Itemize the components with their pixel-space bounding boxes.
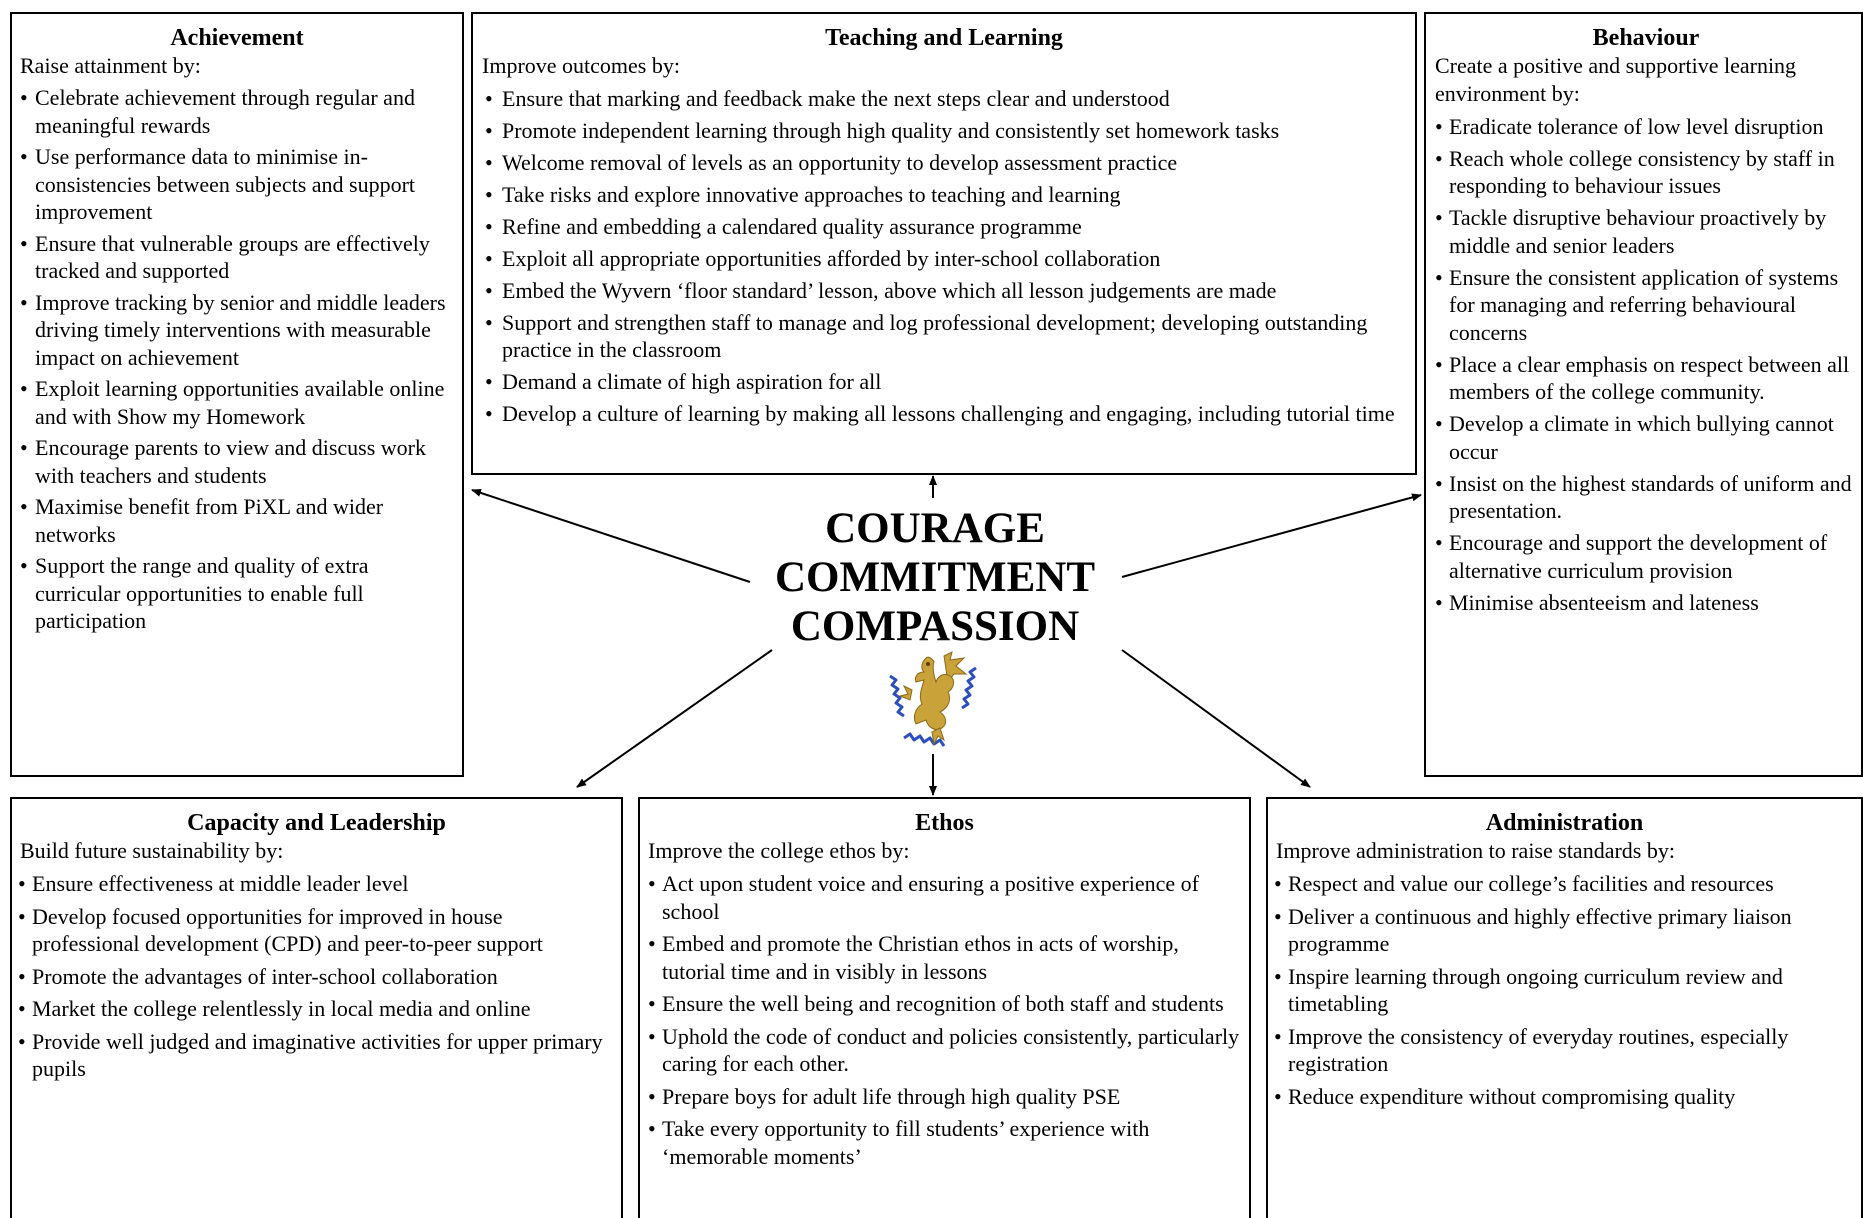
administration-box: Administration Improve administration to… [1266,797,1863,1218]
list-item: Use performance data to minimise in-cons… [20,143,454,226]
list-item: Improve the consistency of everyday rout… [1274,1023,1853,1078]
list-item: Take every opportunity to fill students’… [648,1115,1241,1170]
list-item: Respect and value our college’s faciliti… [1274,870,1853,898]
list-item: Develop a culture of learning by making … [482,400,1406,428]
list-item: Support and strengthen staff to manage a… [482,309,1406,364]
dragon-crest-icon [889,651,977,747]
list-item: Act upon student voice and ensuring a po… [648,870,1241,925]
list-item: Deliver a continuous and highly effectiv… [1274,903,1853,958]
list-item: Reach whole college consistency by staff… [1435,145,1857,200]
list-item: Develop focused opportunities for improv… [18,903,613,958]
list-item: Encourage and support the development of… [1435,529,1857,584]
list-item: Tackle disruptive behaviour proactively … [1435,204,1857,259]
teaching-title: Teaching and Learning [825,25,1063,51]
list-item: Take risks and explore innovative approa… [482,181,1406,209]
achievement-list: Celebrate achievement through regular an… [20,84,454,635]
achievement-intro: Raise attainment by: [20,53,201,78]
list-item: Ensure the well being and recognition of… [648,990,1241,1018]
list-item: Place a clear emphasis on respect betwee… [1435,351,1857,406]
list-item: Promote the advantages of inter-school c… [18,963,613,991]
list-item: Minimise absenteeism and lateness [1435,589,1857,617]
list-item: Develop a climate in which bullying cann… [1435,410,1857,465]
teaching-intro: Improve outcomes by: [482,53,680,78]
list-item: Ensure effectiveness at middle leader le… [18,870,613,898]
list-item: Ensure the consistent application of sys… [1435,264,1857,347]
list-item: Inspire learning through ongoing curricu… [1274,963,1853,1018]
capacity-intro: Build future sustainability by: [20,838,284,863]
list-item: Embed the Wyvern ‘floor standard’ lesson… [482,277,1406,305]
achievement-box: Achievement Raise attainment by: Celebra… [10,12,464,777]
behaviour-list: Eradicate tolerance of low level disrupt… [1435,113,1857,617]
ethos-box: Ethos Improve the college ethos by: Act … [638,797,1251,1218]
motto-courage: COURAGE [825,505,1045,552]
list-item: Eradicate tolerance of low level disrupt… [1435,113,1857,141]
arrow-to-admin [1121,649,1311,788]
list-item: Encourage parents to view and discuss wo… [20,434,454,489]
list-item: Promote independent learning through hig… [482,117,1406,145]
admin-intro: Improve administration to raise standard… [1276,838,1675,863]
list-item: Embed and promote the Christian ethos in… [648,930,1241,985]
list-item: Welcome removal of levels as an opportun… [482,149,1406,177]
capacity-list: Ensure effectiveness at middle leader le… [18,870,613,1083]
list-item: Insist on the highest standards of unifo… [1435,470,1857,525]
arrow-to-achievement [471,489,751,583]
list-item: Exploit learning opportunities available… [20,375,454,430]
capacity-leadership-box: Capacity and Leadership Build future sus… [10,797,623,1218]
list-item: Provide well judged and imaginative acti… [18,1028,613,1083]
list-item: Refine and embedding a calendared qualit… [482,213,1406,241]
list-item: Support the range and quality of extra c… [20,552,454,635]
list-item: Ensure that vulnerable groups are effect… [20,230,454,285]
list-item: Market the college relentlessly in local… [18,995,613,1023]
arrow-to-behaviour [1121,493,1422,578]
ethos-intro: Improve the college ethos by: [648,838,910,863]
list-item: Improve tracking by senior and middle le… [20,289,454,372]
admin-title: Administration [1485,810,1644,836]
list-item: Reduce expenditure without compromising … [1274,1083,1853,1111]
list-item: Demand a climate of high aspiration for … [482,368,1406,396]
achievement-title: Achievement [170,25,304,51]
arrow-to-capacity [576,649,773,788]
school-motto: COURAGE COMMITMENT COMPASSION [735,504,1135,651]
teaching-learning-box: Teaching and Learning Improve outcomes b… [471,12,1417,475]
list-item: Prepare boys for adult life through high… [648,1083,1241,1111]
list-item: Exploit all appropriate opportunities af… [482,245,1406,273]
list-item: Ensure that marking and feedback make th… [482,85,1406,113]
list-item: Uphold the code of conduct and policies … [648,1023,1241,1078]
list-item: Maximise benefit from PiXL and wider net… [20,493,454,548]
list-item: Celebrate achievement through regular an… [20,84,454,139]
ethos-list: Act upon student voice and ensuring a po… [648,870,1241,1170]
motto-compassion: COMPASSION [790,603,1080,650]
behaviour-box: Behaviour Create a positive and supporti… [1424,12,1863,777]
ethos-title: Ethos [915,810,974,836]
motto-commitment: COMMITMENT [774,554,1096,601]
capacity-title: Capacity and Leadership [187,810,446,836]
behaviour-intro: Create a positive and supportive learnin… [1435,53,1797,106]
behaviour-title: Behaviour [1592,25,1700,51]
teaching-list: Ensure that marking and feedback make th… [482,85,1406,428]
admin-list: Respect and value our college’s faciliti… [1274,870,1853,1111]
